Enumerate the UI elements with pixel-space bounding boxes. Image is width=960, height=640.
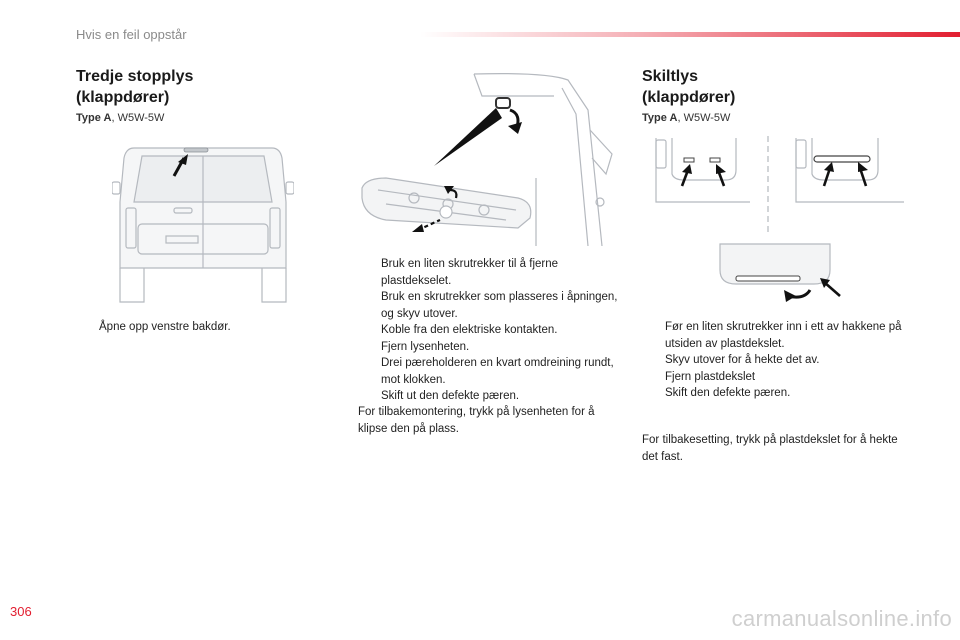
- step-text: Åpne opp venstre bakdør.: [99, 321, 231, 333]
- step-text: Bruk en skrutrekker som plasseres i åpni…: [381, 291, 618, 320]
- type-label: Type A: [76, 112, 112, 124]
- page-number: 306: [10, 604, 32, 619]
- middle-refit-note: For tilbakemontering, trykk på lysenhete…: [358, 406, 595, 435]
- heading-line-2: (klappdører): [642, 89, 736, 106]
- step-text: Før en liten skrutrekker inn i ett av ha…: [665, 321, 902, 350]
- middle-step-5: Drei pæreholderen en kvart omdreining ru…: [358, 355, 620, 388]
- right-steps-list: Før en liten skrutrekker inn i ett av ha…: [642, 319, 912, 402]
- middle-step-3: Koble fra den elektriske kontakten.: [358, 322, 620, 339]
- right-refit-note: For tilbakesetting, trykk på plastdeksle…: [642, 434, 898, 463]
- step-text: Drei pæreholderen en kvart omdreining ru…: [381, 357, 614, 386]
- header-accent-bar: [420, 32, 960, 37]
- heading-line-1: Tredje stopplys: [76, 68, 194, 85]
- heading-third-brake-light: Tredje stopplys (klappdører): [76, 66, 193, 108]
- right-step-2: Skyv utover for å hekte det av.: [642, 352, 912, 369]
- left-step-1: Åpne opp venstre bakdør.: [76, 319, 306, 336]
- step-text: Koble fra den elektriske kontakten.: [381, 324, 558, 336]
- middle-step-2: Bruk en skrutrekker som plasseres i åpni…: [358, 289, 620, 322]
- step-text: Bruk en liten skrutrekker til å fjerne p…: [381, 258, 559, 287]
- step-text: Fjern lysenheten.: [381, 340, 470, 353]
- watermark: carmanualsonline.info: [731, 606, 952, 631]
- third-brake-light-removal-illustration: [361, 73, 613, 246]
- running-header: Hvis en feil oppstår: [76, 27, 187, 42]
- middle-step-1: Bruk en liten skrutrekker til å fjerne p…: [358, 256, 620, 289]
- right-step-1: Før en liten skrutrekker inn i ett av ha…: [642, 319, 912, 352]
- bulb-type-line: Type A, W5W-5W: [76, 112, 164, 124]
- right-step-3: Fjern plastdekslet: [642, 369, 912, 386]
- bulb-type-line: Type A, W5W-5W: [642, 112, 730, 124]
- right-step-4: Skift den defekte pæren.: [642, 385, 912, 402]
- van-rear-illustration: [112, 147, 294, 303]
- step-text: Skift ut den defekte pæren.: [381, 390, 520, 402]
- middle-step-6: Skift ut den defekte pæren.: [358, 388, 620, 405]
- left-steps-list: Åpne opp venstre bakdør.: [76, 319, 306, 336]
- type-label: Type A: [642, 112, 678, 124]
- heading-line-2: (klappdører): [76, 89, 170, 106]
- middle-steps-list: Bruk en liten skrutrekker til å fjerne p…: [358, 256, 620, 405]
- heading-line-1: Skiltlys: [642, 68, 699, 85]
- type-value: , W5W-5W: [111, 112, 165, 124]
- number-plate-light-illustration: [655, 136, 904, 302]
- type-value: , W5W-5W: [677, 112, 731, 124]
- heading-number-plate-light: Skiltlys (klappdører): [642, 66, 735, 108]
- step-text: Skyv utover for å hekte det av.: [665, 354, 820, 366]
- step-text: Fjern plastdekslet: [665, 370, 756, 383]
- middle-step-4: Fjern lysenheten.: [358, 339, 620, 356]
- step-text: Skift den defekte pæren.: [665, 387, 791, 399]
